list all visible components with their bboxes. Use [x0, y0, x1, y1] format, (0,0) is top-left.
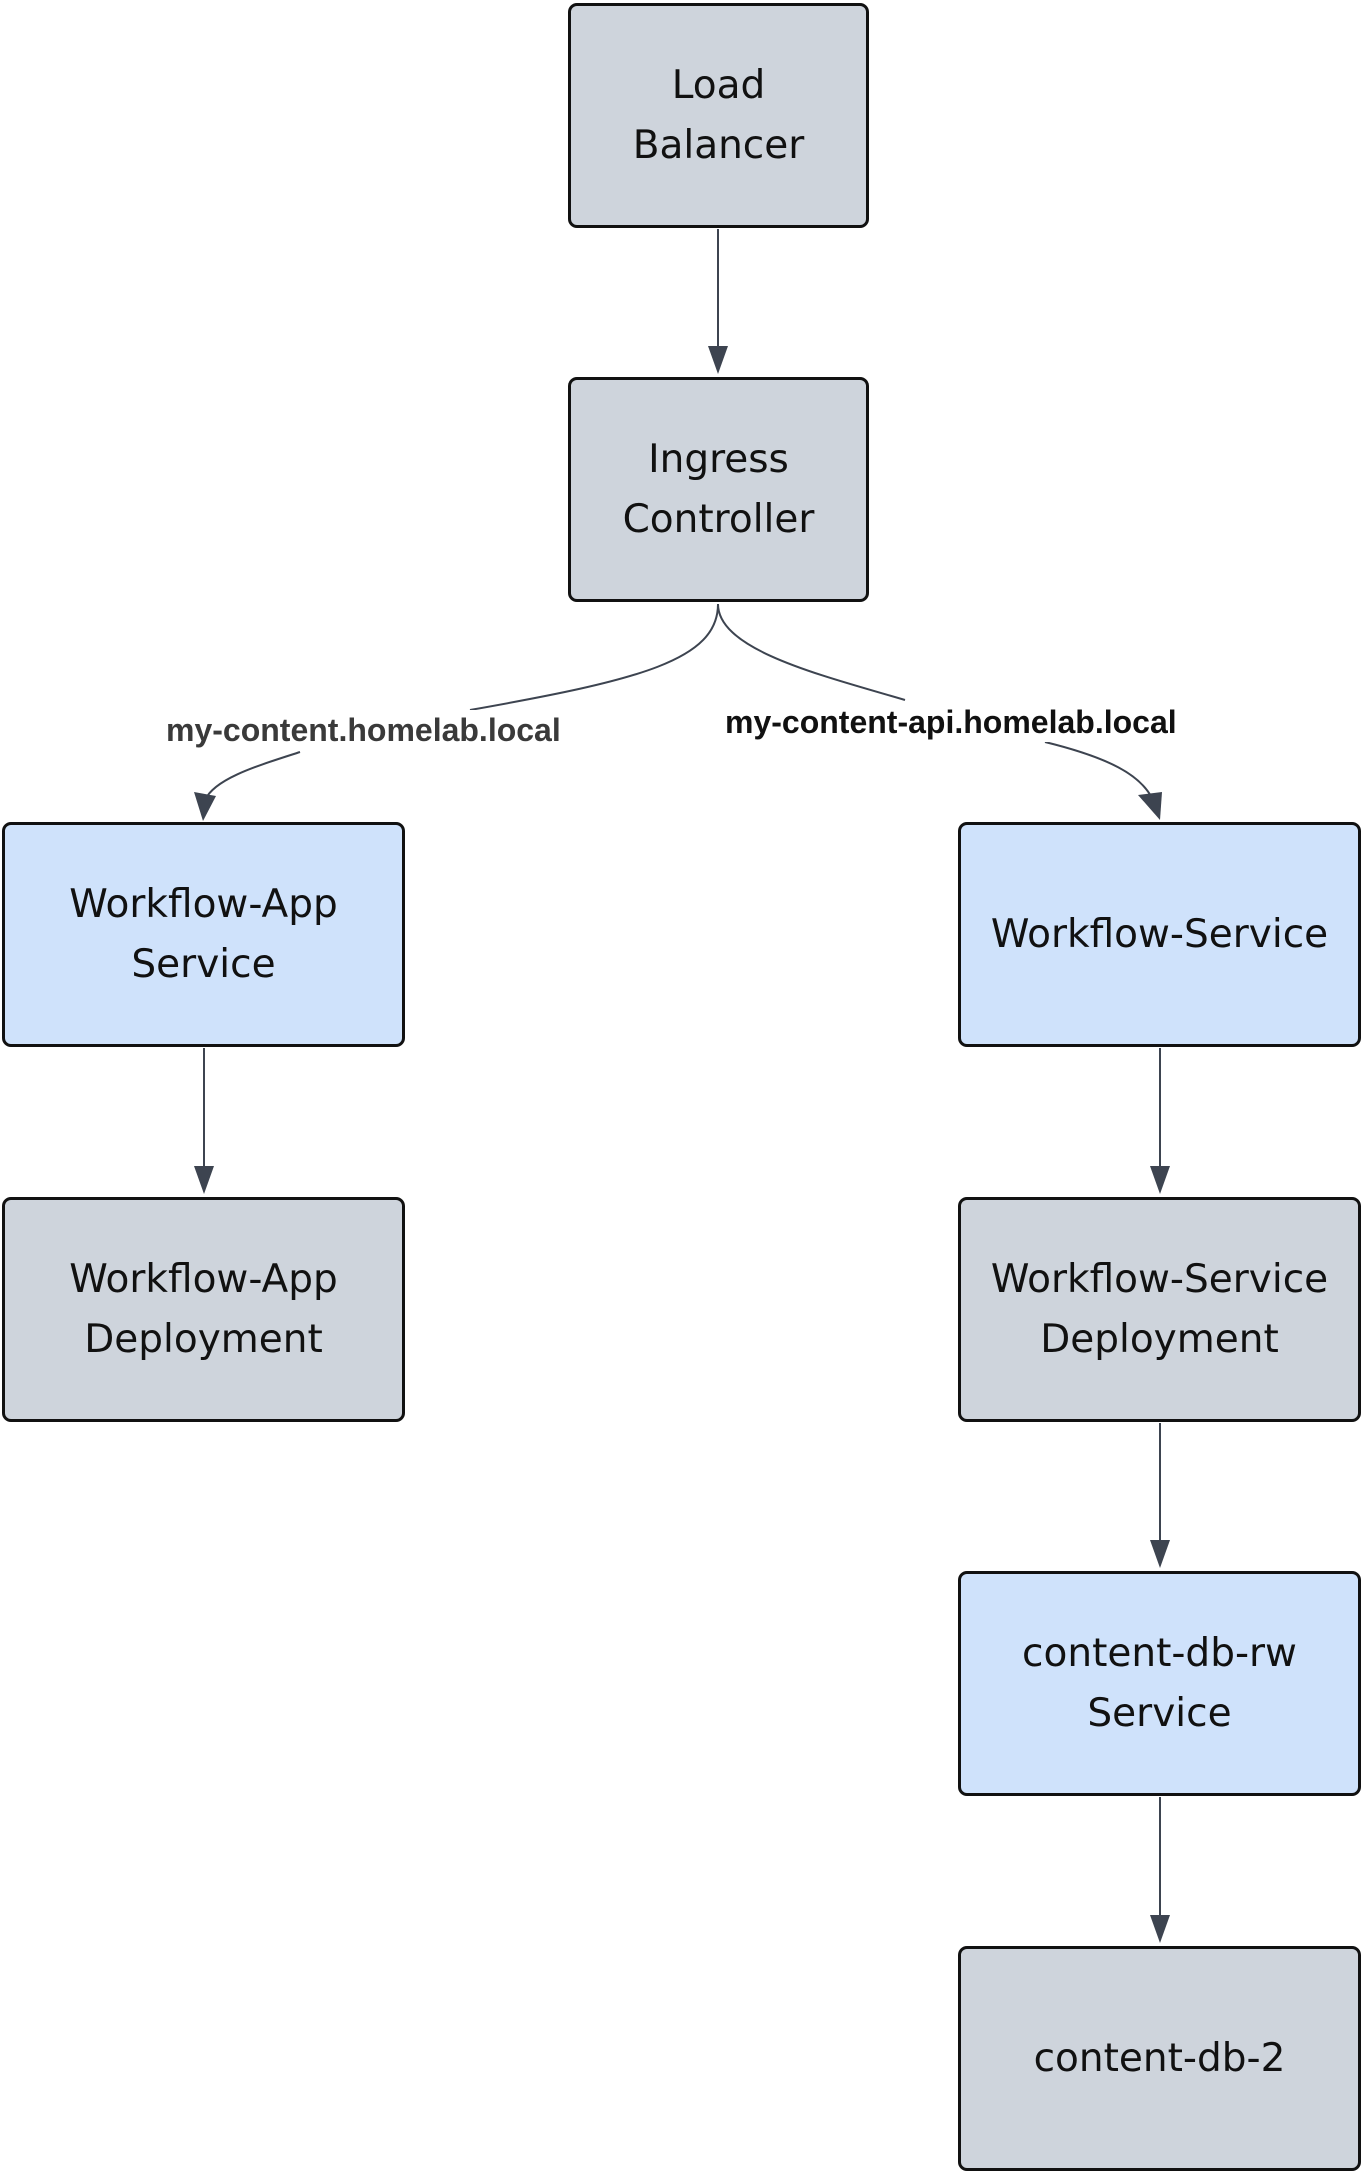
- ingress-controller-node: Ingress Controller: [568, 377, 869, 602]
- content-db-rw-service-node: content-db-rw Service: [958, 1571, 1361, 1796]
- node-label-line: Workflow-App: [69, 881, 338, 927]
- workflow-service-deployment-node: Workflow-Service Deployment: [958, 1197, 1361, 1422]
- workflow-service-node: Workflow-Service: [958, 822, 1361, 1047]
- node-label-line: Deployment: [1040, 1316, 1279, 1362]
- node-label-line: Workflow-Service: [990, 1256, 1329, 1302]
- arrowhead-workflow-service-deployment: [1150, 1166, 1170, 1194]
- edge-ingress-to-workflow-app-service: [204, 603, 719, 801]
- workflow-app-service-node: Workflow-App Service: [2, 822, 405, 1047]
- content-db-2-node: content-db-2: [958, 1946, 1361, 2171]
- node-label-line: Service: [1087, 1690, 1232, 1736]
- node-label-line: Workflow-App: [69, 1256, 338, 1302]
- node-label-line: content-db-2: [1033, 2035, 1286, 2081]
- node-label-line: Deployment: [84, 1316, 323, 1362]
- node-label-line: Service: [131, 941, 276, 987]
- node-label-line: Workflow-Service: [990, 911, 1329, 957]
- workflow-app-deployment-node: Workflow-App Deployment: [2, 1197, 405, 1422]
- arrowhead-workflow-service: [1138, 792, 1162, 820]
- edge-label-my-content-api: my-content-api.homelab.local: [723, 702, 1179, 742]
- arrowhead-workflow-app-deployment: [194, 1166, 214, 1194]
- node-label-line: Controller: [622, 496, 815, 542]
- arrowhead-ingress: [708, 346, 728, 374]
- edge-label-my-content: my-content.homelab.local: [164, 710, 563, 750]
- edge-ingress-to-workflow-service: [717, 603, 1153, 799]
- arrowhead-workflow-app-service: [194, 792, 216, 821]
- node-label-line: Load: [671, 62, 766, 108]
- arrowhead-db-rw-service: [1150, 1540, 1170, 1568]
- arrowhead-db-2: [1150, 1915, 1170, 1943]
- node-label-line: content-db-rw: [1022, 1630, 1297, 1676]
- node-label-line: Ingress: [648, 436, 789, 482]
- node-label-line: Balancer: [632, 122, 805, 168]
- load-balancer-node: Load Balancer: [568, 3, 869, 228]
